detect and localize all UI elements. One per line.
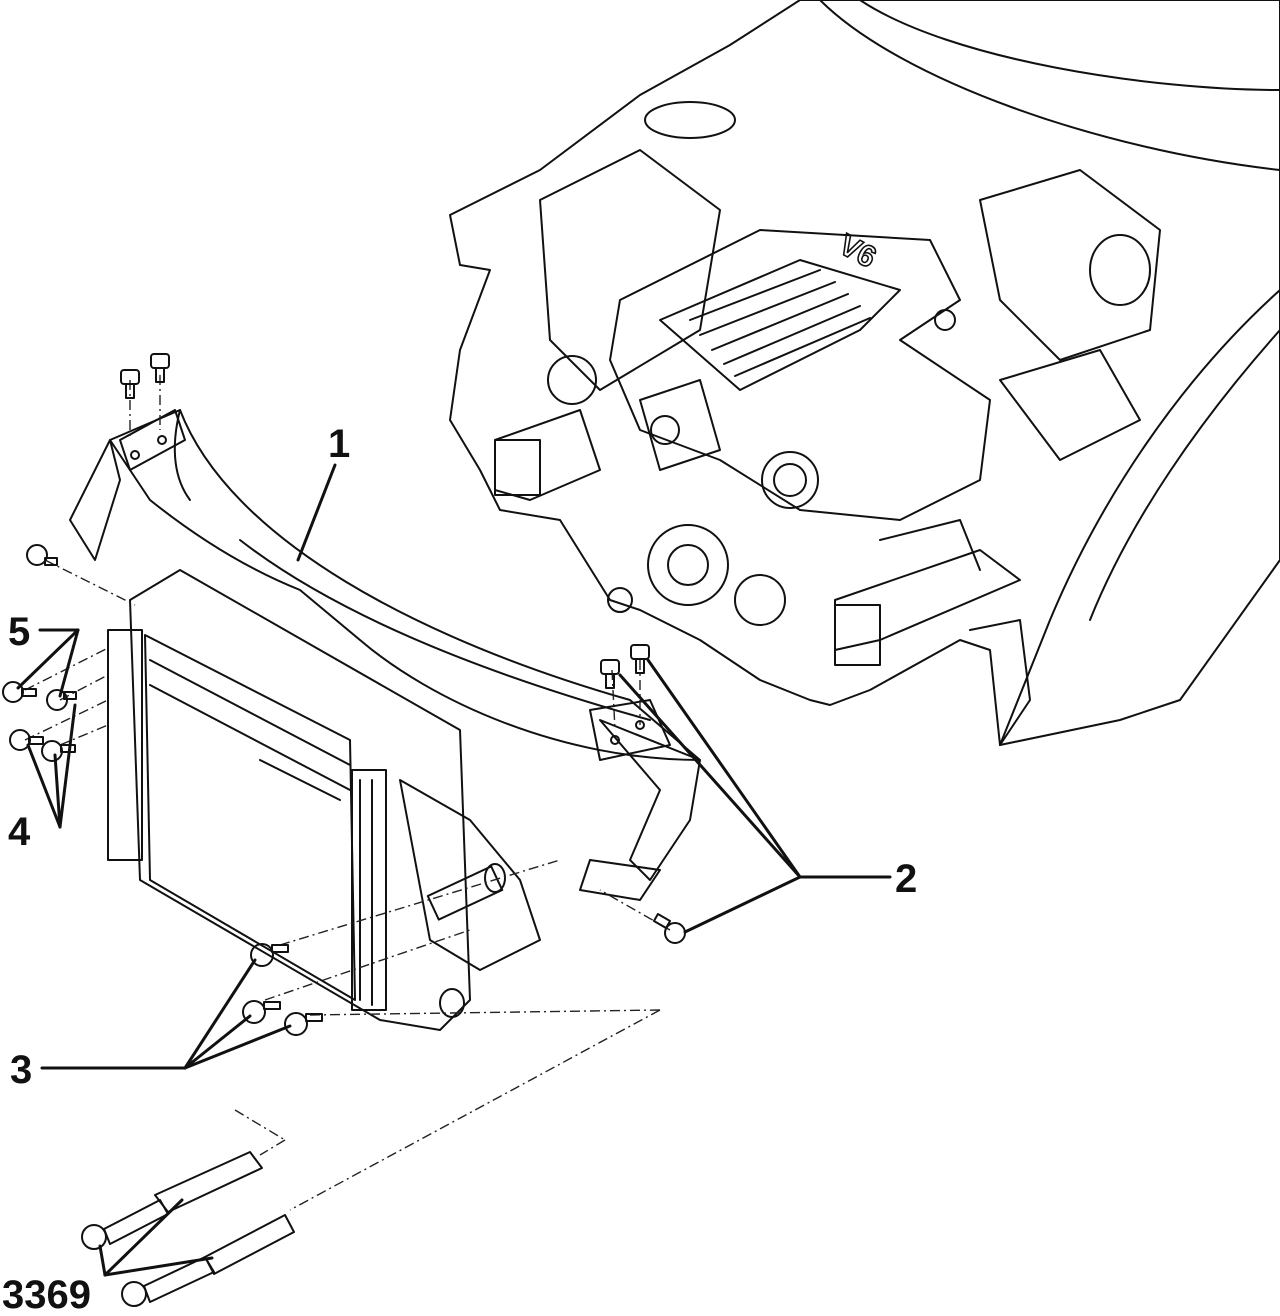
right-tank: [351, 769, 387, 1011]
guide-pin-icon: [121, 1214, 295, 1307]
lower-hose-neck: [439, 988, 465, 1018]
bolt-icon: [652, 913, 686, 944]
bolt-icon: [242, 1000, 281, 1024]
left-rail: [494, 409, 601, 501]
fasteners: [2, 353, 686, 1307]
assembly-lines: [24, 375, 671, 1211]
bolt-icon: [250, 943, 289, 967]
carrier-frame: [129, 569, 471, 1031]
upper-cross-member: [109, 409, 701, 761]
callout-2: 2: [895, 857, 917, 901]
leader-lines: [16, 463, 892, 1277]
engine-cover: [609, 229, 991, 521]
left-rail-flange: [494, 439, 541, 496]
bolt-icon: [600, 659, 620, 689]
wing-outline: [999, 289, 1280, 746]
callout-1: 1: [328, 422, 350, 466]
left-tower-cap: [644, 101, 736, 139]
side-arm-left: [69, 439, 121, 561]
bolt-icon: [46, 689, 77, 711]
wing-inner: [1089, 329, 1280, 621]
pulley-right: [761, 451, 819, 509]
callout-5: 5: [8, 610, 30, 654]
callout-3: 3: [10, 1048, 32, 1092]
pulley-small: [734, 574, 786, 626]
idler: [650, 415, 680, 445]
bolt-icon: [150, 353, 170, 383]
lock-carrier-assembly: [69, 409, 701, 1031]
left-strut-tower: [539, 149, 721, 391]
fan-shroud: [399, 779, 541, 971]
radiator-core: [144, 634, 356, 1001]
engine-bay-body: [449, 0, 1280, 746]
guide-pin-icon: [81, 1151, 263, 1250]
hood-edge: [859, 0, 1280, 91]
bolt-icon: [9, 729, 44, 751]
callout-tool-3369: 3369: [2, 1273, 91, 1316]
pulley-left: [547, 355, 597, 405]
right-tower-cap: [1089, 234, 1151, 306]
right-rail-flange: [834, 604, 881, 666]
right-hook: [599, 719, 701, 881]
engine-bay: V6: [449, 0, 1280, 746]
right-strut-tower: [979, 169, 1161, 361]
fender-edge: [819, 0, 1280, 171]
right-bracket: [579, 859, 661, 901]
bolt-icon: [120, 369, 140, 399]
bolt-icon: [630, 644, 650, 674]
right-rail: [834, 549, 1021, 651]
outlet-pipe: [426, 865, 504, 921]
bolt-icon: [2, 681, 37, 703]
bolt-icon: [284, 1012, 323, 1036]
top-tab-left: [119, 409, 186, 471]
pulley-large: [647, 524, 729, 606]
callout-4: 4: [8, 810, 31, 854]
engine-cover-ridge: [659, 259, 901, 391]
left-tank: [107, 629, 143, 861]
top-tab-right: [589, 699, 671, 761]
screw-icon: [26, 544, 58, 566]
